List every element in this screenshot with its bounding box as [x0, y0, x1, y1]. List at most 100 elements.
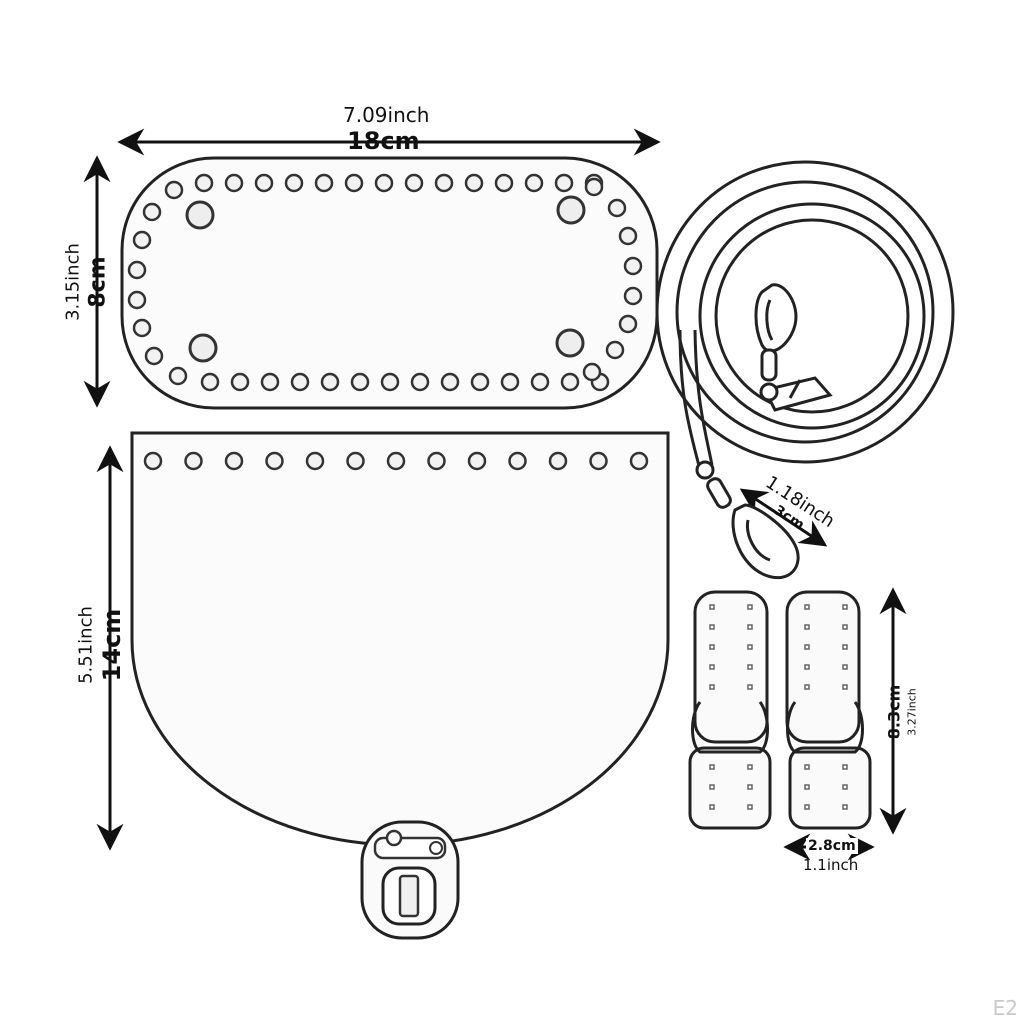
stitch-hole: [747, 684, 753, 690]
rivet-hole: [560, 372, 580, 392]
stitch-hole: [747, 784, 753, 790]
rivet-hole: [554, 173, 574, 193]
hook-width-arrow: [739, 488, 828, 547]
rivet-hole: [629, 451, 649, 471]
stitch-hole: [747, 624, 753, 630]
rivet-hole: [427, 451, 446, 471]
rivet-hole: [132, 318, 152, 338]
shoulder-strap-icon: [655, 160, 955, 471]
rivet-hole: [254, 173, 274, 193]
rivet-hole: [607, 198, 627, 218]
stitch-hole: [747, 604, 753, 610]
rivet-hole: [164, 180, 184, 200]
tab-height-cm-label: 8.3cm: [884, 684, 904, 740]
rivet-hole: [404, 173, 424, 193]
rivet-hole: [524, 173, 544, 193]
stitch-hole: [842, 664, 848, 670]
rivet-hole: [623, 286, 643, 306]
stitch-hole: [804, 784, 810, 790]
bag-flap-panel-icon: [130, 431, 670, 847]
stitch-hole: [709, 624, 715, 630]
rivet-hole: [265, 451, 284, 471]
width-inch-label: 7.09inch: [343, 103, 430, 127]
rivet-hole: [194, 173, 214, 193]
stitch-hole: [842, 684, 848, 690]
rivet-hole: [127, 260, 147, 280]
rivet-hole: [508, 451, 527, 471]
stitch-hole: [709, 804, 715, 810]
rivet-hole: [290, 372, 310, 392]
stitch-hole: [804, 804, 810, 810]
rivet-hole: [224, 451, 244, 471]
stitch-hole: [842, 604, 848, 610]
strap-tab-left-icon: [688, 590, 772, 830]
rivet-hole: [618, 314, 638, 334]
rivet-hole: [320, 372, 340, 392]
rivet-hole: [380, 372, 400, 392]
rivet-hole: [470, 372, 490, 392]
twist-lock-icon: [360, 820, 460, 940]
rivet-hole: [127, 290, 147, 310]
stitch-hole: [709, 784, 715, 790]
stitch-hole: [709, 604, 715, 610]
stitch-hole: [709, 764, 715, 770]
rivet-hole: [440, 372, 460, 392]
rivet-hole: [386, 451, 406, 471]
rivet-hole: [142, 202, 162, 222]
rivet-hole: [464, 173, 484, 193]
tab-height-inch-label: 3.27inch: [905, 688, 919, 736]
rivet-hole: [374, 173, 394, 193]
tab-width-cm-label: 2.8cm: [806, 838, 858, 854]
stitch-hole: [747, 764, 753, 770]
stitch-hole: [804, 604, 810, 610]
stitch-hole: [709, 664, 715, 670]
rivet-hole: [314, 173, 334, 193]
stitch-hole: [804, 644, 810, 650]
rivet-hole: [500, 372, 520, 392]
rivet-hole: [284, 173, 304, 193]
rivet-hole: [144, 346, 164, 366]
strap-tab-right-icon: [785, 590, 872, 830]
stitch-hole: [709, 644, 715, 650]
stitch-hole: [747, 804, 753, 810]
rivet-hole: [530, 372, 550, 392]
base-height-cm-label: 8cm: [85, 256, 111, 308]
flap-height-inch-label: 5.51inch: [75, 606, 97, 684]
rivet-hole: [434, 173, 454, 193]
stitch-hole: [842, 764, 848, 770]
rivet-hole: [346, 451, 365, 471]
swivel-hook-icon: [695, 283, 800, 580]
rivet-hole: [168, 366, 188, 386]
base-height-inch-label: 3.15inch: [62, 243, 84, 321]
stitch-hole: [804, 684, 810, 690]
bag-base-panel-icon: [120, 156, 659, 410]
rivet-hole: [184, 451, 203, 471]
rivet-hole: [305, 451, 325, 471]
rivet-hole: [260, 372, 280, 392]
rivet-hole: [605, 340, 625, 360]
width-cm-label: 18cm: [347, 127, 420, 155]
rivet-hole: [548, 451, 568, 471]
rivet-hole: [584, 177, 604, 197]
rivet-hole: [618, 226, 638, 246]
corner-label: E2: [992, 996, 1018, 1020]
rivet-hole: [344, 173, 364, 193]
rivet-hole: [410, 372, 430, 392]
rivet-hole: [200, 372, 220, 392]
tab-width-inch-label: 1.1inch: [803, 856, 859, 874]
rivet-hole: [494, 173, 514, 193]
rivet-hole: [230, 372, 250, 392]
rivet-hole: [224, 173, 244, 193]
flap-height-cm-label: 14cm: [98, 608, 126, 682]
rivet-hole: [582, 362, 602, 382]
rivet-hole: [350, 372, 370, 392]
stitch-hole: [709, 684, 715, 690]
stitch-hole: [842, 804, 848, 810]
stitch-hole: [842, 644, 848, 650]
rivet-hole: [132, 230, 152, 250]
stitch-hole: [804, 624, 810, 630]
stitch-hole: [747, 664, 753, 670]
rivet-hole: [623, 256, 643, 276]
